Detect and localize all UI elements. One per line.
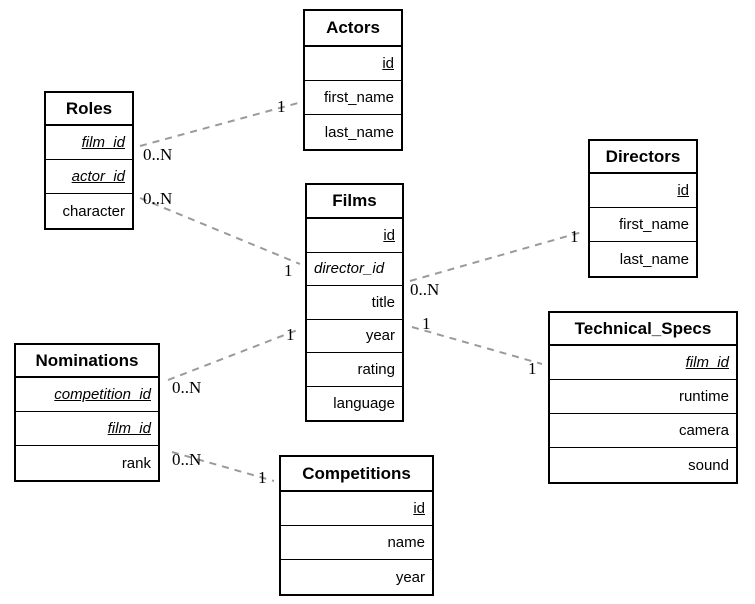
- cardinality-label-nominations-competitions-to: 1: [258, 468, 267, 487]
- relationship-line-nominations-films: [167, 328, 301, 381]
- attribute-row[interactable]: first_name: [305, 81, 401, 115]
- entity-table-competitions[interactable]: Competitions id name year: [279, 455, 434, 596]
- attribute-label-film_id: film_id: [685, 354, 729, 371]
- cardinality-label-nominations-films-to: 1: [286, 325, 295, 344]
- attribute-row[interactable]: sound: [550, 448, 736, 482]
- attribute-row[interactable]: first_name: [590, 208, 696, 242]
- cardinality-label-roles-actors-to: 1: [277, 97, 286, 116]
- attribute-label-id: id: [677, 182, 689, 199]
- attribute-row[interactable]: camera: [550, 414, 736, 448]
- attribute-row[interactable]: film_id: [16, 412, 158, 446]
- attribute-row[interactable]: film_id: [550, 346, 736, 380]
- attribute-label-name: name: [387, 534, 425, 551]
- attribute-label-rank: rank: [121, 454, 151, 472]
- attribute-label-year: year: [365, 327, 395, 345]
- cardinality-label-films-technical_specs-to: 1: [528, 359, 537, 378]
- attribute-row[interactable]: id: [281, 492, 432, 526]
- attribute-label-director_id: director_id: [314, 260, 385, 278]
- relationship-line-films-technical_specs: [411, 326, 543, 365]
- attribute-row[interactable]: id: [307, 219, 402, 253]
- attribute-row[interactable]: runtime: [550, 380, 736, 414]
- attribute-label-sound: sound: [688, 456, 729, 474]
- attribute-label-film_id: film_id: [81, 134, 125, 151]
- cardinality-label-roles-films-from: 0..N: [143, 189, 173, 208]
- relationship-line-roles-actors: [139, 102, 299, 147]
- attribute-label-id: id: [383, 226, 395, 244]
- cardinality-label-nominations-films-from: 0..N: [172, 378, 202, 397]
- entity-title-roles: Roles: [46, 93, 132, 126]
- entity-table-actors[interactable]: Actors id first_name last_name: [303, 9, 403, 151]
- cardinality-label-films-directors-to: 1: [570, 227, 579, 246]
- attribute-row[interactable]: film_id: [46, 126, 132, 160]
- attribute-label-language: language: [333, 394, 395, 412]
- cardinality-label-roles-films-to: 1: [284, 261, 293, 280]
- attribute-row[interactable]: year: [307, 319, 402, 353]
- attribute-row[interactable]: id: [305, 47, 401, 81]
- attribute-label-first_name: first_name: [323, 89, 394, 106]
- attribute-row[interactable]: last_name: [590, 242, 696, 276]
- attribute-row[interactable]: director_id: [307, 252, 402, 286]
- cardinality-label-films-directors-from: 0..N: [410, 280, 440, 299]
- attribute-row[interactable]: actor_id: [46, 160, 132, 194]
- attribute-row[interactable]: rank: [16, 446, 158, 480]
- attribute-row[interactable]: competition_id: [16, 378, 158, 412]
- attribute-row[interactable]: year: [281, 560, 432, 594]
- attribute-row[interactable]: language: [307, 386, 402, 420]
- attribute-row[interactable]: rating: [307, 353, 402, 387]
- attribute-row[interactable]: last_name: [305, 115, 401, 149]
- attribute-label-title: title: [371, 293, 395, 311]
- entity-table-directors[interactable]: Directors id first_name last_name: [588, 139, 698, 278]
- attribute-label-character: character: [62, 202, 125, 220]
- cardinality-label-films-technical_specs-from: 1: [422, 314, 431, 333]
- attribute-row[interactable]: title: [307, 286, 402, 320]
- attribute-label-runtime: runtime: [678, 388, 729, 405]
- attribute-label-first_name: first_name: [618, 216, 689, 233]
- attribute-label-camera: camera: [678, 422, 729, 439]
- entity-title-actors: Actors: [305, 11, 401, 47]
- attribute-label-competition_id: competition_id: [54, 386, 151, 403]
- entity-title-technical_specs: Technical_Specs: [550, 313, 736, 346]
- attribute-label-rating: rating: [357, 360, 395, 378]
- relationship-line-films-directors: [409, 231, 583, 282]
- attribute-label-last_name: last_name: [619, 250, 689, 268]
- attribute-label-id: id: [382, 55, 394, 72]
- attribute-label-actor_id: actor_id: [71, 168, 125, 185]
- entity-title-directors: Directors: [590, 141, 696, 174]
- entity-title-nominations: Nominations: [16, 345, 158, 378]
- entity-title-films: Films: [307, 185, 402, 219]
- entity-title-competitions: Competitions: [281, 457, 432, 492]
- attribute-label-year: year: [395, 568, 425, 586]
- cardinality-label-nominations-competitions-from: 0..N: [172, 450, 202, 469]
- entity-table-roles[interactable]: Roles film_id actor_id character: [44, 91, 134, 230]
- attribute-label-film_id: film_id: [107, 420, 151, 437]
- cardinality-label-roles-actors-from: 0..N: [143, 145, 173, 164]
- attribute-row[interactable]: id: [590, 174, 696, 208]
- attribute-row[interactable]: name: [281, 526, 432, 560]
- attribute-label-last_name: last_name: [324, 123, 394, 141]
- attribute-label-id: id: [413, 500, 425, 517]
- attribute-row[interactable]: character: [46, 194, 132, 228]
